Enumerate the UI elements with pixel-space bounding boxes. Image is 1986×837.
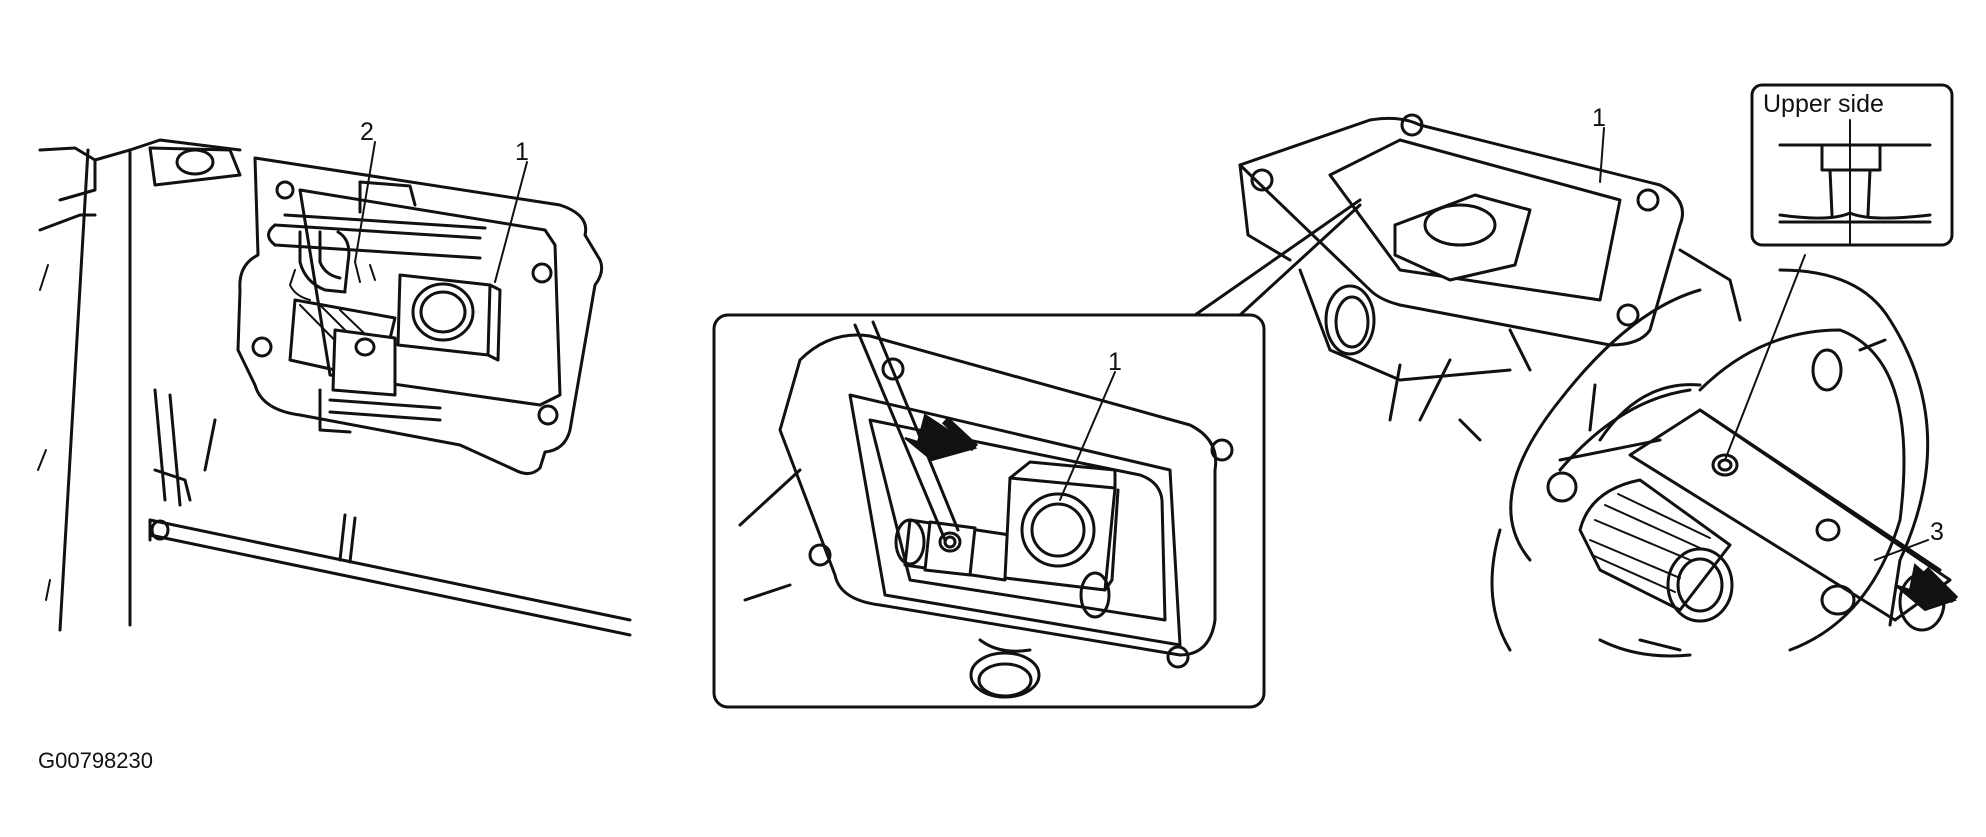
- left-callout-2: 2: [360, 118, 374, 146]
- right-transmission-view: [1238, 83, 1959, 658]
- right-callout-1: 1: [1592, 104, 1606, 132]
- left-transmission-view: [37, 138, 632, 637]
- figure-code: G00798230: [38, 748, 153, 773]
- arrow-icon: [1894, 563, 1957, 612]
- middle-detail-inset: [712, 198, 1362, 709]
- middle-callout-1: 1: [1108, 348, 1122, 376]
- arrow-icon: [904, 413, 978, 462]
- upper-side-label: Upper side: [1763, 90, 1884, 118]
- left-callout-1: 1: [515, 138, 529, 166]
- right-callout-3: 3: [1930, 518, 1944, 546]
